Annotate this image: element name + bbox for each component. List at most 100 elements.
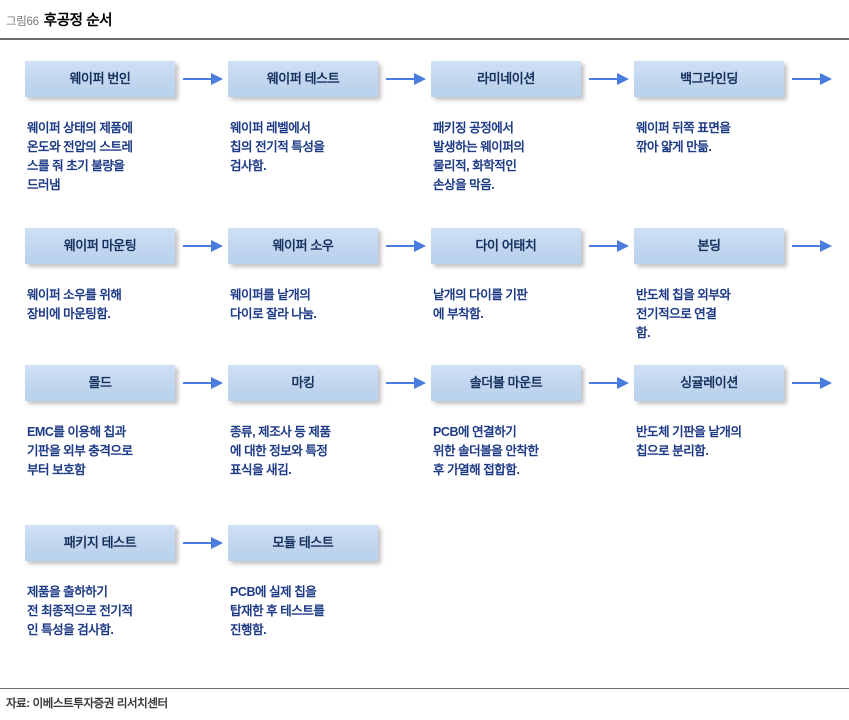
process-step-label: 싱귤레이션 bbox=[680, 374, 738, 390]
process-step-label: 다이 어태치 bbox=[475, 237, 537, 253]
arrow-shaft bbox=[792, 382, 822, 384]
arrow-shaft bbox=[183, 382, 213, 384]
process-step-description: 반도체 칩을 외부와 전기적으로 연결 함. bbox=[636, 288, 731, 340]
process-step-description: 웨이퍼 상태의 제품에 온도와 전압의 스트레 스를 줘 초기 불량을 드러냄 bbox=[27, 121, 133, 192]
process-step-description: 제품을 출하하기 전 최종적으로 전기적 인 특성을 검사함. bbox=[27, 585, 133, 637]
flow-arrow-icon bbox=[589, 376, 633, 390]
process-step-label: 라미네이션 bbox=[477, 70, 535, 86]
process-step: 모듈 테스트 PCB에 실제 칩을 탑재한 후 테스트를 진행함. bbox=[228, 525, 432, 637]
flow-arrow-icon bbox=[183, 376, 227, 390]
arrow-shaft bbox=[792, 245, 822, 247]
process-step-label: 백그라인딩 bbox=[680, 70, 738, 86]
flow-arrow-icon bbox=[792, 376, 836, 390]
process-step: 솔더볼 마운트 PCB에 연결하기 위한 솔더볼을 안착한 후 가열해 접합함. bbox=[431, 365, 635, 477]
process-step-description: 반도체 기판을 낱개의 칩으로 분리함. bbox=[636, 425, 742, 458]
arrow-shaft bbox=[792, 78, 822, 80]
process-step-label: 웨이퍼 테스트 bbox=[266, 70, 340, 86]
process-step-box[interactable]: 라미네이션 bbox=[431, 61, 581, 97]
process-step: 몰드 EMC를 이용해 칩과 기판을 외부 충격으로 부터 보호함 bbox=[25, 365, 229, 477]
process-step-description: 웨이퍼 뒤쪽 표면을 깎아 얇게 만듦. bbox=[636, 121, 731, 154]
process-step-label: 마킹 bbox=[291, 374, 315, 390]
process-step-label: 웨이퍼 마운팅 bbox=[63, 237, 137, 253]
process-step-box[interactable]: 싱귤레이션 bbox=[634, 365, 784, 401]
process-step-description: 낱개의 다이를 기판 에 부착함. bbox=[433, 288, 528, 321]
process-step-box[interactable]: 웨이퍼 마운팅 bbox=[25, 228, 175, 264]
arrow-shaft bbox=[386, 78, 416, 80]
flow-arrow-icon bbox=[589, 239, 633, 253]
arrow-head bbox=[414, 240, 426, 252]
arrow-head bbox=[617, 240, 629, 252]
process-step-description: 종류, 제조사 등 제품 에 대한 정보와 특정 표식을 새김. bbox=[230, 425, 331, 477]
arrow-head bbox=[820, 377, 832, 389]
flow-arrow-icon bbox=[183, 536, 227, 550]
arrow-head bbox=[820, 73, 832, 85]
arrow-shaft bbox=[183, 78, 213, 80]
page-title: 후공정 순서 bbox=[43, 13, 113, 29]
arrow-head bbox=[211, 73, 223, 85]
process-step-box[interactable]: 마킹 bbox=[228, 365, 378, 401]
arrow-head bbox=[414, 73, 426, 85]
flow-arrow-icon bbox=[183, 72, 227, 86]
process-step-description: 웨이퍼를 낱개의 다이로 잘라 나눔. bbox=[230, 288, 317, 321]
process-step-description: 웨이퍼 레벨에서 칩의 전기적 특성을 검사함. bbox=[230, 121, 325, 173]
process-step-label: 본딩 bbox=[697, 237, 721, 253]
process-step-label: 웨이퍼 소우 bbox=[272, 237, 334, 253]
figure-number: 그림66 bbox=[6, 16, 39, 28]
flow-arrow-icon bbox=[386, 376, 430, 390]
figure-header: 그림66 후공정 순서 bbox=[0, 0, 849, 40]
process-step-description: PCB에 연결하기 위한 솔더볼을 안착한 후 가열해 접합함. bbox=[433, 425, 539, 477]
source-note: 자료: 이베스트투자증권 리서치센터 bbox=[6, 698, 168, 710]
flow-arrow-icon bbox=[386, 239, 430, 253]
flow-arrow-icon bbox=[183, 239, 227, 253]
arrow-head bbox=[211, 377, 223, 389]
arrow-shaft bbox=[386, 245, 416, 247]
process-step-box[interactable]: 웨이퍼 번인 bbox=[25, 61, 175, 97]
process-step-box[interactable]: 솔더볼 마운트 bbox=[431, 365, 581, 401]
process-step-box[interactable]: 웨이퍼 소우 bbox=[228, 228, 378, 264]
process-step-box[interactable]: 몰드 bbox=[25, 365, 175, 401]
figure-footer: 자료: 이베스트투자증권 리서치센터 bbox=[0, 688, 849, 712]
process-step-label: 패키지 테스트 bbox=[63, 534, 137, 550]
process-step-label: 웨이퍼 번인 bbox=[69, 70, 131, 86]
process-step-box[interactable]: 웨이퍼 테스트 bbox=[228, 61, 378, 97]
arrow-shaft bbox=[589, 245, 619, 247]
process-step-box[interactable]: 모듈 테스트 bbox=[228, 525, 378, 561]
arrow-shaft bbox=[183, 245, 213, 247]
arrow-head bbox=[211, 240, 223, 252]
flow-arrow-icon bbox=[589, 72, 633, 86]
process-step-label: 모듈 테스트 bbox=[272, 534, 334, 550]
flow-arrow-icon bbox=[386, 72, 430, 86]
arrow-head bbox=[211, 537, 223, 549]
arrow-shaft bbox=[183, 542, 213, 544]
arrow-shaft bbox=[386, 382, 416, 384]
process-step-box[interactable]: 다이 어태치 bbox=[431, 228, 581, 264]
process-step-description: 웨이퍼 소우를 위해 장비에 마운팅함. bbox=[27, 288, 122, 321]
process-step-description: PCB에 실제 칩을 탑재한 후 테스트를 진행함. bbox=[230, 585, 325, 637]
process-step-label: 몰드 bbox=[88, 374, 112, 390]
arrow-shaft bbox=[589, 78, 619, 80]
process-step-description: 패키징 공정에서 발생하는 웨이퍼의 물리적, 화학적인 손상을 막음. bbox=[433, 121, 525, 192]
arrow-head bbox=[617, 377, 629, 389]
process-step-box[interactable]: 본딩 bbox=[634, 228, 784, 264]
process-step-description: EMC를 이용해 칩과 기판을 외부 충격으로 부터 보호함 bbox=[27, 425, 133, 477]
flow-arrow-icon bbox=[792, 72, 836, 86]
arrow-head bbox=[414, 377, 426, 389]
process-step-box[interactable]: 백그라인딩 bbox=[634, 61, 784, 97]
process-step-box[interactable]: 패키지 테스트 bbox=[25, 525, 175, 561]
arrow-head bbox=[820, 240, 832, 252]
flow-arrow-icon bbox=[792, 239, 836, 253]
